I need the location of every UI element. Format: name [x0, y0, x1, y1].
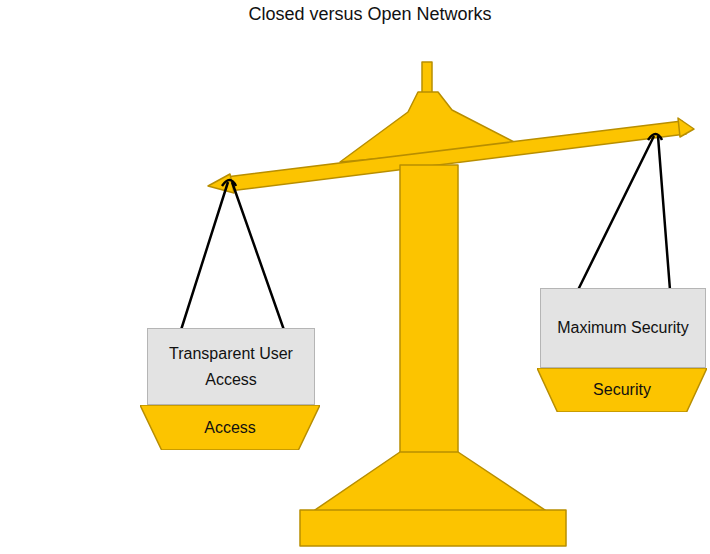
right-hook [648, 134, 662, 140]
right-strings [578, 136, 670, 290]
pan-label: Security [593, 377, 651, 403]
scale-base-upper [312, 452, 548, 512]
pan-label: Access [204, 415, 256, 441]
pan-trapezoid [140, 405, 320, 450]
left-strings [181, 182, 284, 330]
scale-pan: Security [537, 368, 707, 412]
box-label: Transparent User Access [158, 341, 304, 392]
scale-pan: Access [140, 405, 320, 450]
item-box: Maximum Security [540, 288, 706, 368]
scale-post [400, 165, 458, 457]
beam-tip-left [208, 174, 234, 193]
left-hook [222, 180, 236, 186]
diagram-title: Closed versus Open Networks [0, 4, 710, 25]
item-box: Transparent User Access [147, 328, 315, 405]
beam-tip-right [678, 118, 694, 137]
scale-base-plate [300, 510, 566, 546]
pan-trapezoid [537, 368, 707, 412]
box-label: Maximum Security [557, 315, 689, 341]
scale-knob [422, 62, 432, 94]
